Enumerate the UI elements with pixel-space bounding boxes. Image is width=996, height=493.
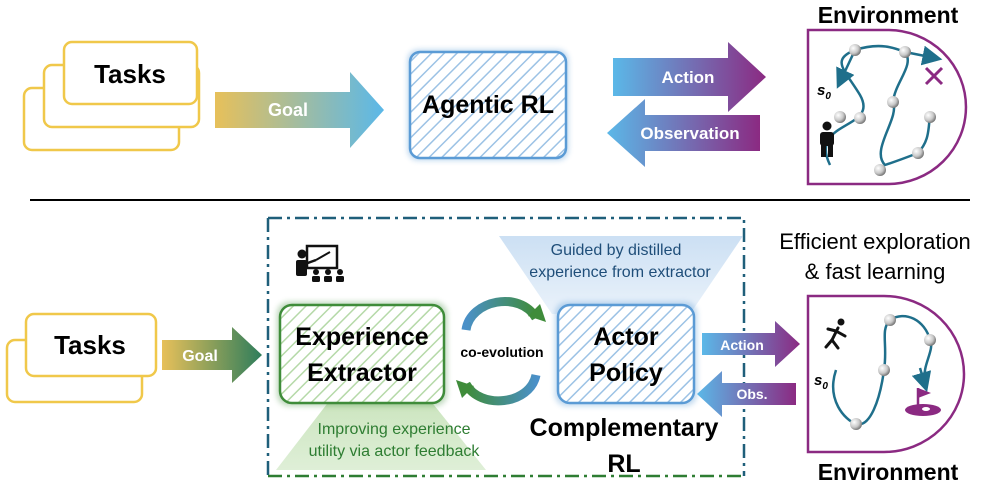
state-node xyxy=(924,334,936,346)
coevolution-arrowhead xyxy=(528,304,546,322)
improving-line-1: Improving experience xyxy=(318,421,471,438)
top-section: Tasks Goal Agentic RL Action Observation… xyxy=(22,2,968,186)
bottom-tasks-stack: Tasks xyxy=(5,312,158,404)
state-node xyxy=(850,418,862,430)
golf-flag-icon xyxy=(905,388,941,416)
teacher-icon xyxy=(296,244,344,282)
efficient-line-1: Efficient exploration xyxy=(779,229,971,254)
complementary-line-2: RL xyxy=(607,450,640,478)
state-node xyxy=(924,111,936,123)
coevolution-arrowhead xyxy=(456,380,474,398)
extractor-line-1: Experience xyxy=(295,323,429,351)
bottom-goal-label: Goal xyxy=(182,348,218,365)
top-observation-label: Observation xyxy=(640,124,739,143)
guided-by-extractor-callout: Guided by distilled experience from extr… xyxy=(499,236,743,314)
improving-utility-callout: Improving experience utility via actor f… xyxy=(276,400,486,470)
bottom-obs-arrow: Obs. xyxy=(697,371,796,417)
failure-x-icon xyxy=(924,66,944,86)
task-card-front xyxy=(24,312,158,378)
top-environment-title: Environment xyxy=(818,2,959,28)
state-node xyxy=(912,147,924,159)
bottom-s0-label: s0 xyxy=(814,372,828,392)
bottom-tasks-label: Tasks xyxy=(54,330,126,360)
bottom-section: Tasks Goal G xyxy=(5,216,971,485)
complementary-line-1: Complementary xyxy=(530,414,719,442)
person-running-icon xyxy=(824,318,847,350)
top-action-label: Action xyxy=(662,68,715,87)
state-node xyxy=(878,364,890,376)
actor-line-2: Policy xyxy=(589,359,663,387)
bottom-action-arrow: Action xyxy=(702,321,800,367)
state-node xyxy=(849,44,861,56)
top-action-arrow: Action xyxy=(613,42,766,112)
top-s0-label: s0 xyxy=(817,82,831,102)
actor-line-1: Actor xyxy=(593,323,659,351)
improving-line-2: utility via actor feedback xyxy=(309,443,481,460)
state-node xyxy=(899,46,911,58)
agentic-rl-box: Agentic RL xyxy=(408,50,568,160)
extractor-line-2: Extractor xyxy=(307,359,417,387)
bottom-environment-title: Environment xyxy=(818,459,959,485)
state-node xyxy=(854,112,866,124)
bottom-obs-label: Obs. xyxy=(736,386,767,402)
top-tasks-stack: Tasks xyxy=(22,40,201,152)
agentic-rl-label: Agentic RL xyxy=(422,91,554,119)
state-node xyxy=(887,96,899,108)
guided-line-2: experience from extractor xyxy=(529,264,711,281)
top-tasks-label: Tasks xyxy=(94,59,166,89)
top-trajectory-path xyxy=(824,44,932,167)
person-standing-icon xyxy=(820,121,834,157)
state-node xyxy=(834,111,846,123)
top-environment-panel: s0 xyxy=(806,28,968,186)
state-node xyxy=(874,164,886,176)
bottom-environment-panel: s0 xyxy=(806,294,966,454)
state-node xyxy=(884,314,896,326)
coevolution-label: co-evolution xyxy=(460,344,543,360)
actor-policy-box: Actor Policy xyxy=(555,302,697,406)
coevolution-cycle: co-evolution xyxy=(456,297,546,406)
top-goal-arrow: Goal xyxy=(215,72,384,148)
experience-extractor-box: Experience Extractor xyxy=(277,302,447,406)
task-card-front xyxy=(62,40,199,106)
bottom-goal-arrow: Goal xyxy=(162,327,262,383)
top-observation-arrow: Observation xyxy=(607,99,760,167)
guided-line-1: Guided by distilled xyxy=(551,242,682,259)
efficient-line-2: & fast learning xyxy=(805,259,946,284)
bottom-action-label: Action xyxy=(720,337,764,353)
top-goal-label: Goal xyxy=(268,100,308,120)
